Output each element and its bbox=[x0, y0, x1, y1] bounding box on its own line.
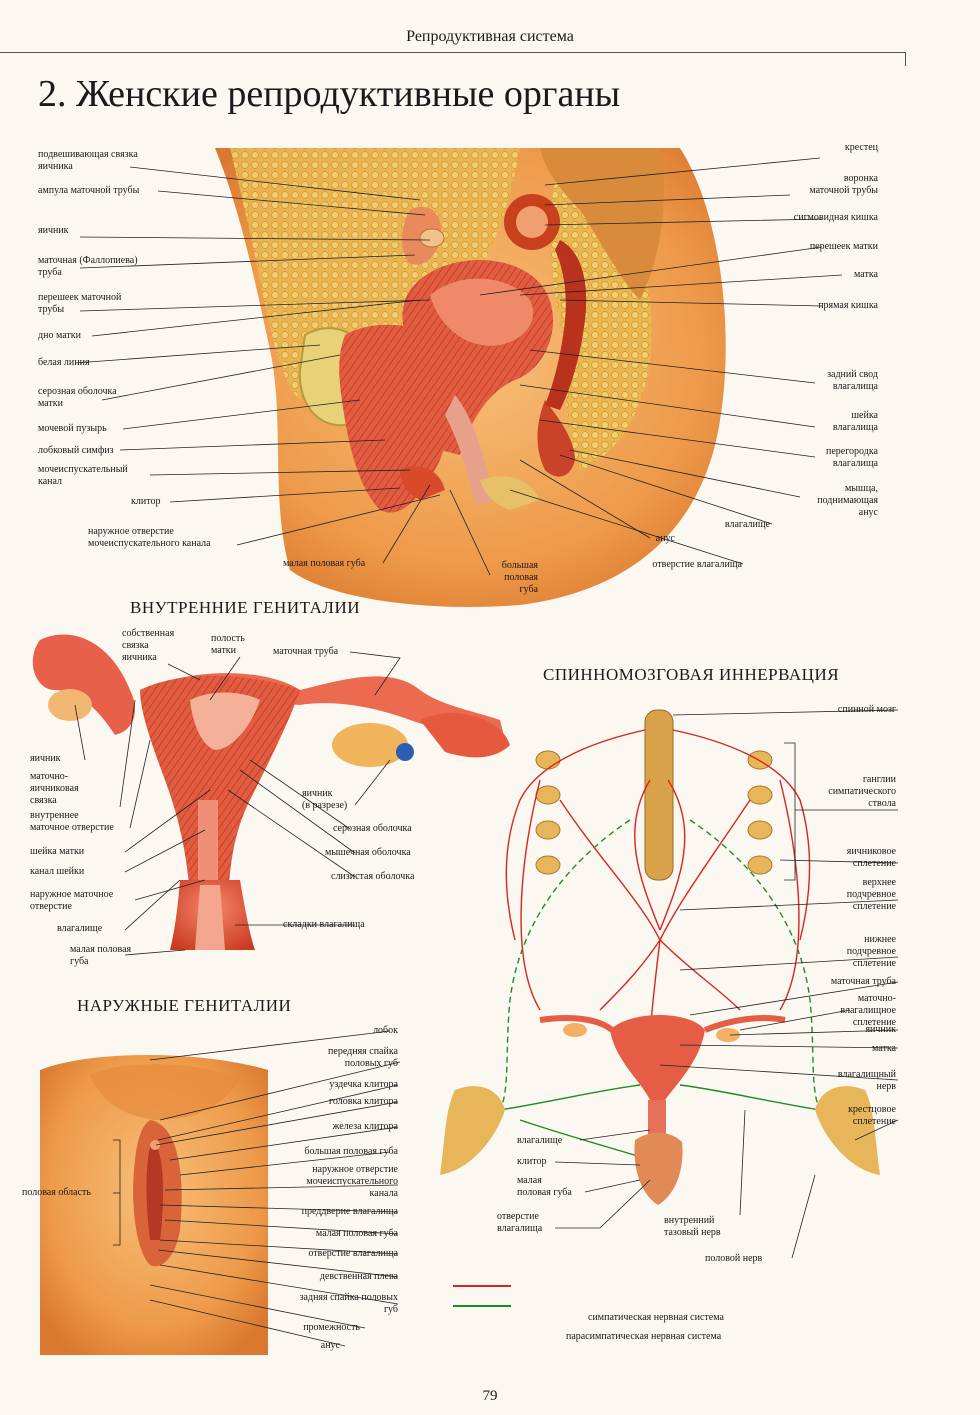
label-vaginal-opening: отверстие влагалища bbox=[652, 559, 742, 570]
label-sympathetic-ganglia: ганглии симпатического ствола bbox=[828, 774, 896, 809]
label-inn-vagina: влагалище bbox=[517, 1135, 563, 1146]
label-ext-labia-majora: большая половая губа bbox=[304, 1146, 398, 1157]
page-number: 79 bbox=[482, 1388, 498, 1404]
internal-genitalia-illustration bbox=[32, 634, 510, 950]
label-sigmoid-colon: сигмовидная кишка bbox=[793, 212, 878, 223]
running-header: Репродуктивная система bbox=[406, 28, 574, 45]
label-suspensory-ligament: подвешивающая связка яичника bbox=[38, 149, 138, 172]
label-ext-vaginal-opening: отверстие влагалища bbox=[308, 1248, 398, 1259]
label-vaginal-rugae: складки влагалища bbox=[283, 919, 365, 930]
label-int-vagina: влагалище bbox=[57, 923, 103, 934]
label-inn-vaginal-opening: отверстие влагалища bbox=[497, 1211, 543, 1234]
label-labia-minora: малая половая губа bbox=[283, 558, 366, 569]
label-clitoral-gland: железа клитора bbox=[332, 1121, 398, 1132]
label-uterus: матка bbox=[854, 269, 878, 280]
label-inn-ovary: яичник bbox=[865, 1024, 896, 1035]
label-external-os: наружное маточное отверстие bbox=[30, 889, 114, 912]
innervation-illustration bbox=[440, 709, 880, 1205]
label-utero-ovarian-ligament: маточно- яичниковая связка bbox=[30, 771, 79, 806]
label-cervix: шейка матки bbox=[30, 846, 85, 857]
label-urethra: мочеиспускательный канал bbox=[38, 464, 128, 487]
label-uterine-isthmus: перешеек матки bbox=[809, 241, 878, 252]
label-ovary-section: яичник (в разрезе) bbox=[302, 788, 348, 811]
label-ext-urethral-orifice: наружное отверстие мочеиспускательного к… bbox=[306, 1164, 398, 1199]
label-pudendal-region: половая область bbox=[22, 1187, 91, 1198]
label-urethral-orifice: наружное отверстие мочеиспускательного к… bbox=[88, 526, 211, 549]
label-ovarian-plexus: яичниковое сплетение bbox=[846, 846, 896, 869]
label-inn-clitoris: клитор bbox=[517, 1156, 547, 1167]
label-labia-majora: большая половая губа bbox=[501, 560, 538, 595]
label-int-labia-minora: малая половая губа bbox=[70, 944, 132, 967]
label-vaginal-neck: шейка влагалища bbox=[832, 410, 878, 433]
page-title: 2. Женские репродуктивные органы bbox=[38, 73, 621, 115]
label-vagina: влагалище bbox=[724, 519, 770, 530]
section-title-internal: ВНУТРЕННИЕ ГЕНИТАЛИИ bbox=[130, 598, 361, 617]
label-tube-ampulla: ампула маточной трубы bbox=[38, 185, 140, 196]
label-superior-hypogastric: верхнее подчревное сплетение bbox=[846, 877, 896, 912]
label-fallopian-tube: маточная (Фаллопиева) труба bbox=[38, 255, 138, 278]
label-clitoris: клитор bbox=[131, 496, 161, 507]
legend-sympathetic-label: симпатическая нервная система bbox=[588, 1312, 724, 1323]
label-levator-ani: мышца, поднимающая анус bbox=[817, 483, 878, 518]
label-perineum: промежность bbox=[303, 1322, 360, 1333]
legend-sympathetic-swatch bbox=[453, 1285, 511, 1287]
label-inferior-hypogastric: нижнее подчревное сплетение bbox=[846, 934, 896, 969]
label-inn-uterine-tube: маточная труба bbox=[830, 976, 896, 987]
label-anus: анус bbox=[655, 533, 675, 544]
label-uterovaginal-plexus: маточно- влагалищное сплетение bbox=[840, 993, 896, 1028]
label-hymen: девственная плева bbox=[319, 1271, 398, 1282]
label-serosa: серозная оболочка матки bbox=[38, 386, 117, 409]
label-mons-pubis: лобок bbox=[373, 1025, 398, 1036]
label-posterior-commissure: задняя спайка половых губ bbox=[299, 1292, 398, 1315]
header-rule-tick bbox=[905, 52, 906, 66]
label-linea-alba: белая линия bbox=[38, 357, 90, 368]
label-ext-anus: анус bbox=[320, 1340, 340, 1351]
label-uterine-cavity: полость матки bbox=[211, 633, 245, 656]
section-title-external: НАРУЖНЫЕ ГЕНИТАЛИИ bbox=[77, 996, 292, 1015]
sagittal-section-illustration bbox=[215, 148, 726, 607]
label-pubic-symphysis: лобковый симфиз bbox=[38, 445, 114, 456]
label-inn-uterus: матка bbox=[872, 1043, 896, 1054]
label-uterine-tube: маточная труба bbox=[273, 646, 339, 657]
label-vaginal-septum: перегородка влагалища bbox=[825, 446, 878, 469]
label-sacral-plexus: крестцовое сплетение bbox=[848, 1104, 896, 1127]
label-cervical-canal: канал шейки bbox=[30, 866, 85, 877]
label-uterine-fundus: дно матки bbox=[38, 330, 81, 341]
label-ovary: яичник bbox=[38, 225, 69, 236]
label-anterior-commissure: передняя спайка половых губ bbox=[328, 1046, 398, 1069]
label-tube-infundibulum: воронка маточной трубы bbox=[809, 173, 878, 196]
label-pudendal-nerve: половой нерв bbox=[705, 1253, 763, 1264]
legend-parasympathetic-swatch bbox=[453, 1305, 511, 1307]
label-spinal-cord: спинной мозг bbox=[837, 704, 896, 715]
external-genitalia-illustration bbox=[40, 1055, 268, 1355]
label-int-ovary: яичник bbox=[30, 753, 61, 764]
label-posterior-fornix: задний свод влагалища bbox=[827, 369, 878, 392]
legend-parasympathetic-label: парасимпатическая нервная система bbox=[566, 1331, 722, 1342]
label-mucous-coat: слизистая оболочка bbox=[331, 871, 415, 882]
label-ovarian-ligament: собственная связка яичника bbox=[122, 628, 175, 663]
label-tube-isthmus: перешеек маточной трубы bbox=[38, 292, 122, 315]
label-muscular-coat: мышечная оболочка bbox=[325, 847, 411, 858]
section-title-innervation: СПИННОМОЗГОВАЯ ИННЕРВАЦИЯ bbox=[543, 665, 840, 684]
label-bladder: мочевой пузырь bbox=[38, 423, 107, 434]
label-rectum: прямая кишка bbox=[818, 300, 878, 311]
label-ext-labia-minora: малая половая губа bbox=[315, 1228, 398, 1239]
label-internal-os: внутреннее маточное отверстие bbox=[30, 810, 114, 833]
label-vaginal-nerve: влагалищный нерв bbox=[837, 1069, 896, 1092]
label-vestibule: преддверие влагалища bbox=[301, 1206, 398, 1217]
header-rule bbox=[0, 52, 905, 53]
label-sacrum: крестец bbox=[844, 142, 878, 153]
leader-lines bbox=[74, 157, 899, 1347]
label-pelvic-splanchnic: внутренний тазовый нерв bbox=[664, 1215, 721, 1238]
label-serous-coat: серозная оболочка bbox=[333, 823, 412, 834]
label-inn-labia-minora: малая половая губа bbox=[517, 1175, 572, 1198]
label-clitoral-glans: головка клитора bbox=[329, 1096, 398, 1107]
label-clitoral-frenulum: уздечка клитора bbox=[329, 1079, 398, 1090]
